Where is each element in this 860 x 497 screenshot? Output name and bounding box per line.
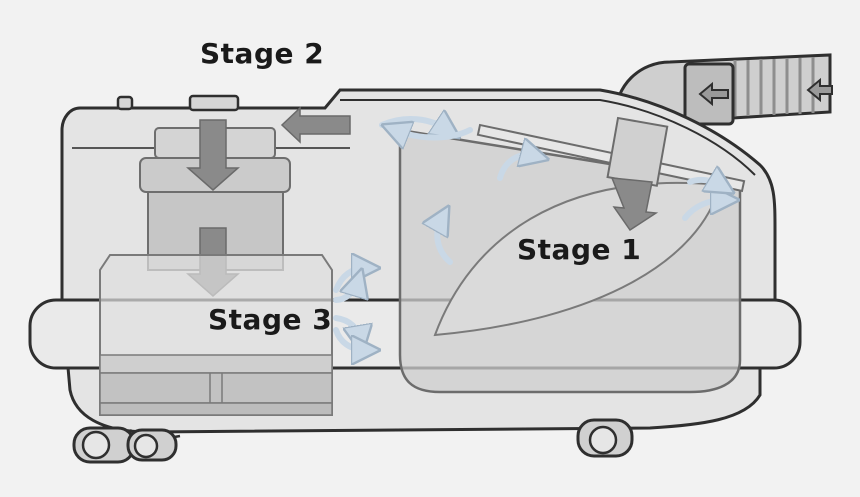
arrow-down-icon [186, 119, 240, 191]
motor-stage3 [99, 254, 333, 416]
stage3-label: Stage 3 [208, 303, 333, 336]
stage2-label: Stage 2 [200, 37, 325, 70]
arrow-left-icon [280, 106, 351, 144]
wheel-icon [72, 426, 181, 464]
airflow-curve-icon [333, 119, 725, 350]
wheel-icon [576, 418, 634, 458]
arrow-down-icon [610, 177, 659, 232]
stage1-label: Stage 1 [517, 233, 642, 266]
arrow-left-icon [698, 81, 729, 107]
water-canister [398, 116, 746, 394]
